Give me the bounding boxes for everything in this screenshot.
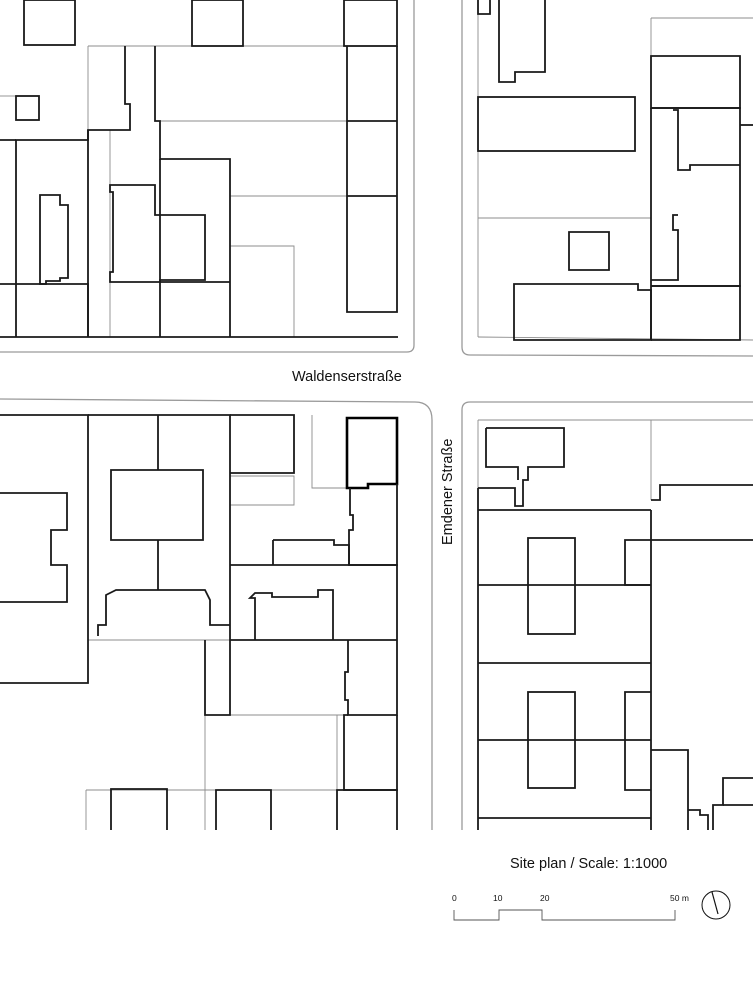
block-top-left	[0, 0, 398, 338]
block-top-right	[477, 0, 753, 341]
north-arrow-icon	[701, 890, 731, 920]
scale-tick-50m: 50 m	[670, 893, 689, 903]
scale-tick-10: 10	[493, 893, 503, 903]
scale-tick-20: 20	[540, 893, 550, 903]
street-label-waldenserstrasse: Waldenserstraße	[292, 369, 402, 385]
block-bottom-left	[0, 414, 399, 830]
street-label-emdener-strasse: Emdener Straße	[440, 439, 456, 545]
site-plan-caption: Site plan / Scale: 1:1000	[510, 856, 667, 872]
street-curbs	[0, 0, 753, 830]
scale-bar: 0 10 20 50 m	[452, 893, 689, 921]
scale-tick-0: 0	[452, 893, 457, 903]
block-bottom-right	[477, 419, 753, 830]
